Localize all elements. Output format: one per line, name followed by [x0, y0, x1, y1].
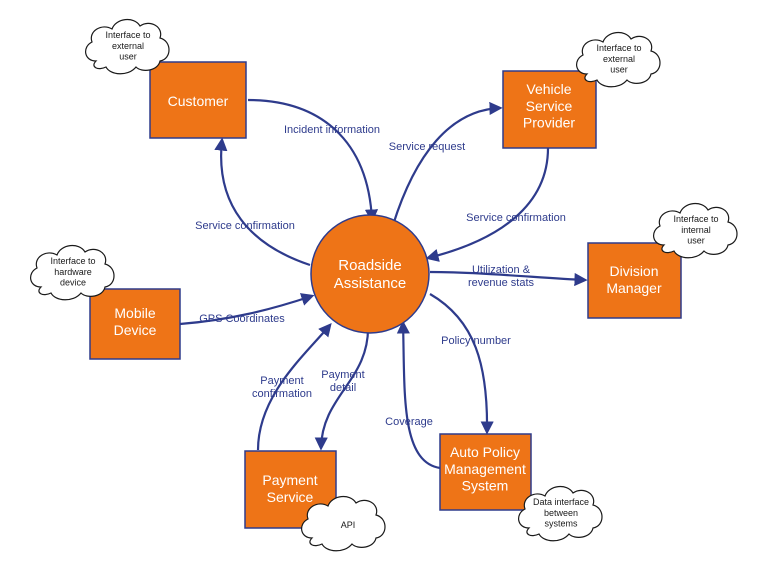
edge-labels: Incident information Service confirmatio…	[195, 124, 566, 428]
node-customer[interactable]: Customer	[149, 61, 247, 139]
edge-policy-number	[429, 293, 494, 435]
label-gps-coordinates: GPS Coordinates	[199, 313, 285, 325]
edge-service-confirmation-customer	[214, 137, 311, 267]
edge-payment-confirmation	[256, 322, 332, 451]
node-customer-label: Customer	[168, 93, 229, 109]
label-service-confirmation-customer: Service confirmation	[195, 220, 295, 232]
edge-service-request	[391, 101, 503, 226]
label-service-request: Service request	[389, 141, 465, 153]
edge-coverage	[396, 320, 441, 470]
edge-gps-coordinates	[179, 293, 315, 326]
edge-utilization-revenue	[429, 270, 588, 287]
edge-incident-information	[247, 98, 379, 223]
label-utilization-revenue: Utilization &revenue stats	[468, 264, 535, 289]
edge-service-confirmation-vsp	[425, 147, 550, 262]
label-coverage: Coverage	[385, 416, 433, 428]
cloud-payment-note-text: API	[341, 520, 356, 530]
label-policy-number: Policy number	[441, 335, 511, 347]
cloud-payment-note: API	[301, 496, 386, 552]
edges	[179, 98, 588, 470]
label-service-confirmation-vsp: Service confirmation	[466, 212, 566, 224]
label-incident-information: Incident information	[284, 124, 380, 136]
edge-payment-detail	[314, 324, 370, 451]
